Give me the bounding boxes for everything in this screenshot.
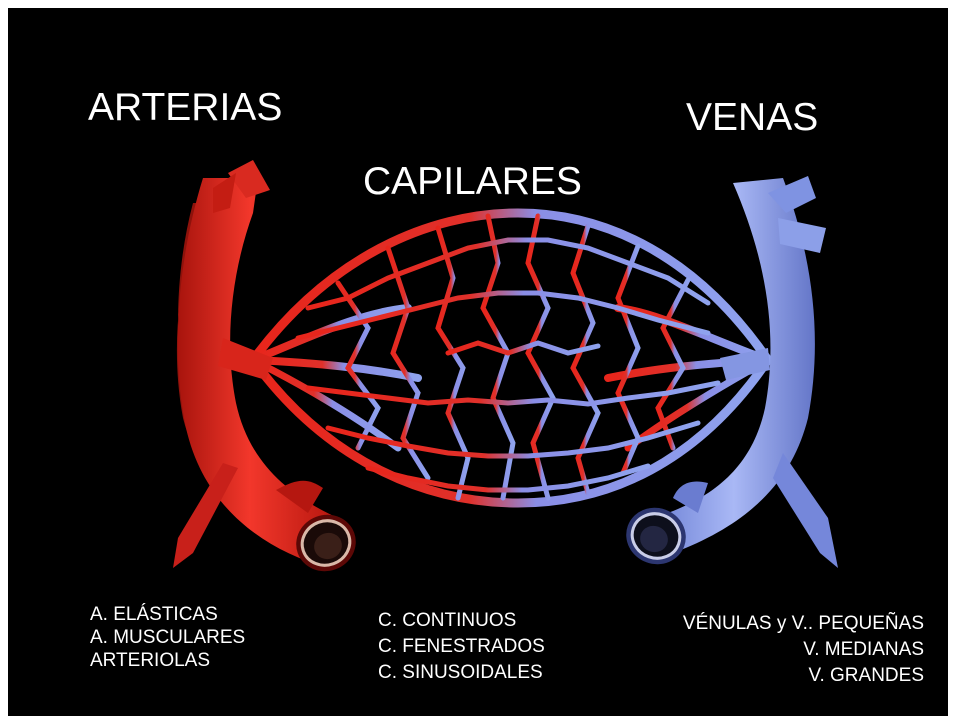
veins-heading: VENAS [686,96,819,139]
arteries-type-item: ARTERIOLAS [90,650,211,671]
vessel-illustration [173,160,838,572]
capillary-type-item: C. FENESTRADOS [378,636,545,657]
capillaries-heading: CAPILARES [363,160,582,203]
vein-type-item: VÉNULAS y V.. PEQUEÑAS [682,613,924,634]
vein-type-item: V. GRANDES [808,665,924,686]
slide: ARTERIAS CAPILARES VENAS A. ELÁSTICAS A.… [8,8,948,716]
vein-vessel [626,176,838,568]
capillary-network [248,208,773,508]
vein-type-item: V. MEDIANAS [803,639,924,660]
capillary-type-list: C. CONTINUOS C. FENESTRADOS C. SINUSOIDA… [378,608,545,686]
capillary-type-item: C. SINUSOIDALES [378,662,543,683]
arteries-type-item: A. ELÁSTICAS [90,604,218,625]
artery-vessel [173,160,356,572]
arteries-type-list: A. ELÁSTICAS A. MUSCULARES ARTERIOLAS [90,603,245,672]
capillary-type-item: C. CONTINUOS [378,610,517,631]
arteries-type-item: A. MUSCULARES [90,627,246,648]
arteries-heading: ARTERIAS [88,86,283,129]
vein-type-list: VÉNULAS y V.. PEQUEÑAS V. MEDIANAS V. GR… [683,611,924,689]
